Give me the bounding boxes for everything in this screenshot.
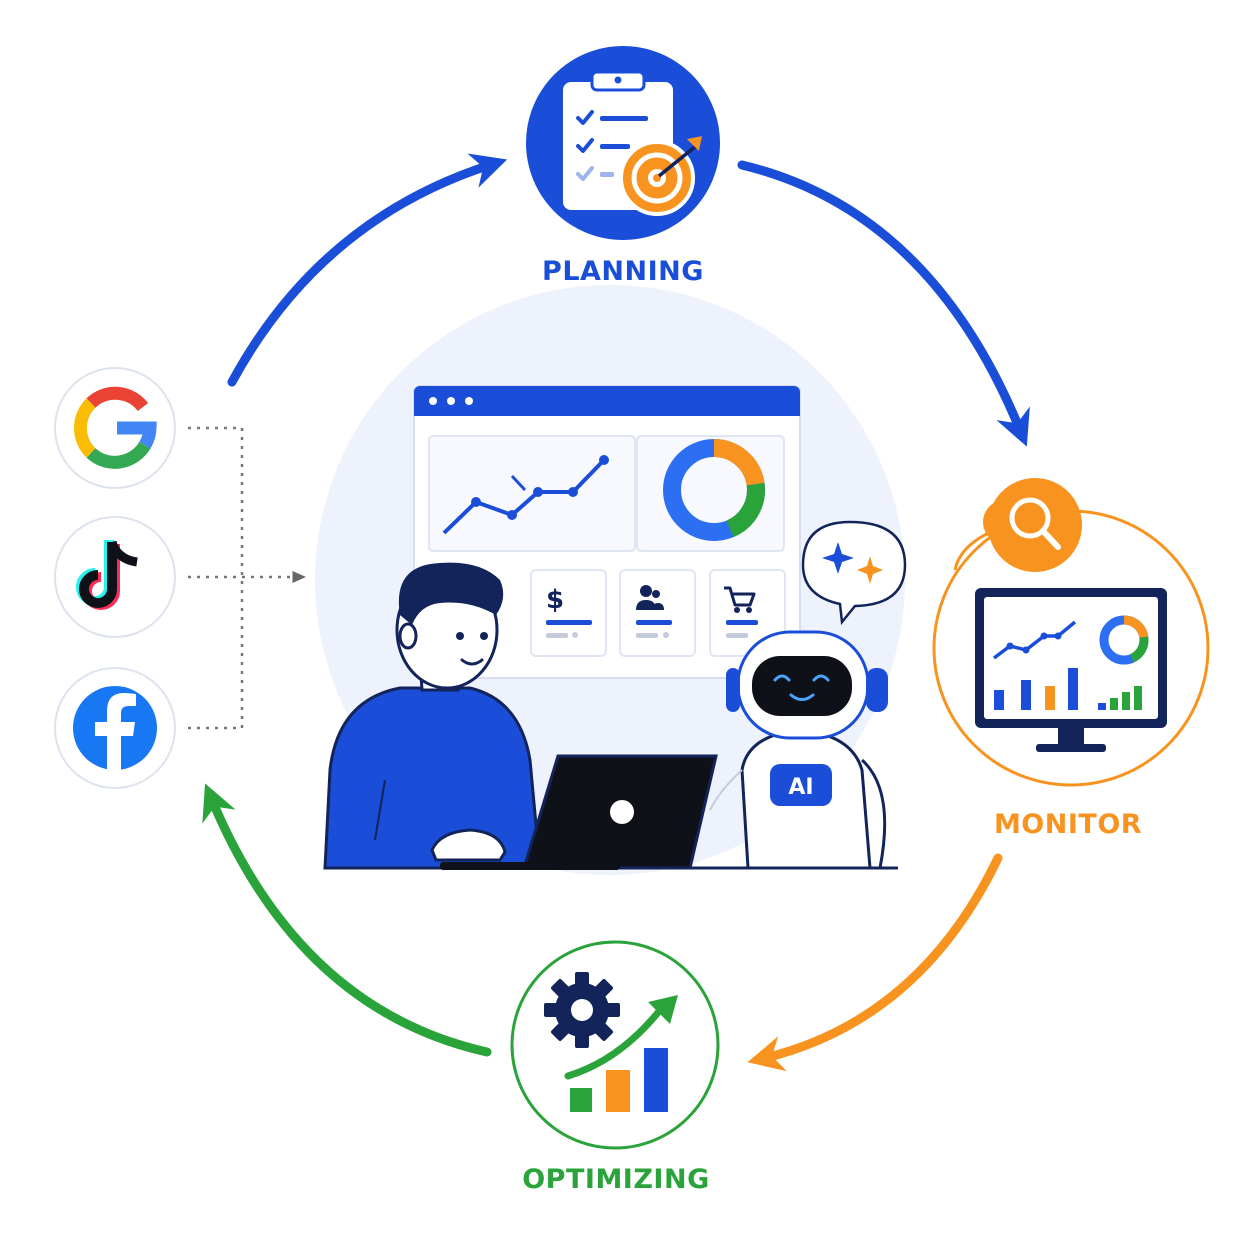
kpi-card-orders <box>709 569 786 657</box>
cycle-arrow-to-optimizing <box>747 853 1003 1072</box>
speech-bubble <box>801 520 907 626</box>
channel-tiktok[interactable] <box>54 516 176 638</box>
monitor-screen-icon <box>975 588 1167 752</box>
users-icon <box>636 585 664 610</box>
stage-optimizing[interactable]: OPTIMIZING <box>510 940 720 1195</box>
magnifier-icon <box>983 478 1082 572</box>
cycle-arrow-to-planning <box>227 153 508 387</box>
monitor-label: MONITOR <box>994 809 1142 840</box>
sparkle-icon <box>857 556 883 584</box>
ai-robot: AI <box>709 630 888 870</box>
channel-connectors <box>188 426 306 730</box>
window-dot <box>465 397 473 405</box>
analytics-dashboard: $ <box>413 385 801 679</box>
robot-badge-label: AI <box>788 775 813 800</box>
person-hair <box>398 562 504 625</box>
sparkle-icon <box>822 542 854 574</box>
robot-headphone-left <box>726 668 740 712</box>
laptop <box>440 754 718 870</box>
tiktok-icon <box>76 540 138 610</box>
optimizing-badge <box>510 940 720 1150</box>
person-hand <box>430 828 507 862</box>
kpi-card-users <box>619 569 696 657</box>
person-illustration <box>323 562 542 870</box>
line-chart-line <box>442 458 606 535</box>
cycle-arrow-to-channels <box>202 783 492 1057</box>
cycle-arrow-to-monitor <box>737 160 1030 447</box>
channel-google[interactable] <box>54 367 176 489</box>
center-illustration: $ <box>315 285 907 875</box>
line-chart-panel <box>428 435 636 552</box>
growth-chart-icon <box>564 995 678 1112</box>
laptop-logo <box>610 800 634 824</box>
robot-badge-bg <box>770 764 832 806</box>
facebook-icon <box>73 686 157 770</box>
robot-face <box>752 656 852 716</box>
planning-label: PLANNING <box>542 256 704 287</box>
person-body <box>323 686 542 870</box>
donut-chart <box>663 439 765 541</box>
shopping-cart-icon <box>724 586 756 613</box>
window-dot <box>429 397 437 405</box>
optimizing-label: OPTIMIZING <box>522 1164 710 1195</box>
google-icon <box>74 386 157 469</box>
window-dot <box>447 397 455 405</box>
robot-headphone-right <box>866 668 888 712</box>
target-icon <box>619 136 702 216</box>
kpi-card-revenue: $ <box>530 569 607 657</box>
stage-monitor[interactable]: MONITOR <box>932 478 1210 840</box>
stage-planning[interactable]: PLANNING <box>526 46 720 287</box>
gear-icon <box>544 972 620 1048</box>
channel-facebook[interactable] <box>54 667 176 789</box>
revenue-symbol: $ <box>546 585 564 615</box>
